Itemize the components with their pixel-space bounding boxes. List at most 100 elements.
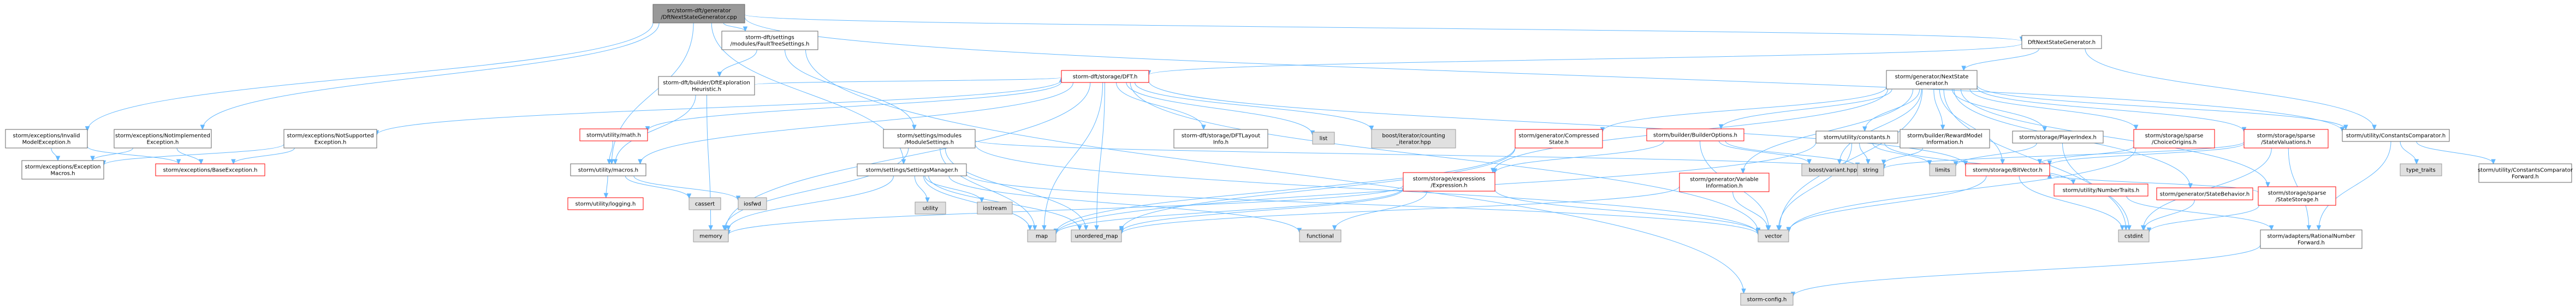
node-module-settings[interactable]: storm/settings/modules/ModuleSettings.h xyxy=(883,129,976,149)
edge-line xyxy=(975,144,1759,234)
node-player-index[interactable]: storm/storage/PlayerIndex.h xyxy=(2012,131,2104,144)
edge-arrowhead xyxy=(2414,159,2419,165)
edge-line xyxy=(1055,147,1516,234)
edge-expression-to-functional xyxy=(1332,191,1427,231)
edge-root-to-invalid_model_exception xyxy=(85,22,654,132)
edge-line xyxy=(1951,88,2045,132)
edge-root-to-fault_tree_settings xyxy=(723,22,748,32)
node-label: /ChoiceOrigins.h xyxy=(2152,140,2197,146)
node-box xyxy=(688,197,721,210)
node-box xyxy=(693,229,729,242)
edge-line xyxy=(1864,88,1920,132)
node-constants-comparator[interactable]: storm/utility/ConstantsComparator.h xyxy=(2342,129,2450,142)
edge-line xyxy=(923,175,1030,230)
node-state-valuations[interactable]: storm/storage/sparse/StateValuations.h xyxy=(2243,129,2329,149)
node-box xyxy=(2133,129,2215,149)
edge-arrowhead xyxy=(722,225,727,231)
node-box xyxy=(1815,131,1898,144)
node-choice-origins[interactable]: storm/storage/sparse/ChoiceOrigins.h xyxy=(2133,129,2215,149)
edge-line xyxy=(754,77,1062,85)
edge-dft_next_state_gen-to-next_state_generator xyxy=(1961,48,2040,72)
node-box xyxy=(1371,129,1456,149)
node-fault-tree-settings[interactable]: storm-dft/settings/modules/FaultTreeSett… xyxy=(721,31,818,50)
node-macros-h[interactable]: storm/utility/macros.h xyxy=(570,163,646,176)
edge-arrowhead xyxy=(1332,225,1337,231)
node-cstdint: cstdint xyxy=(2118,229,2150,242)
edge-arrowhead xyxy=(2042,126,2047,132)
node-builder-options[interactable]: storm/builder/BuilderOptions.h xyxy=(1646,128,1744,141)
node-box xyxy=(1857,163,1884,176)
node-settings-manager[interactable]: storm/settings/SettingsManager.h xyxy=(857,163,967,176)
node-box xyxy=(155,163,265,176)
node-label: Forward.h xyxy=(2298,240,2325,246)
edge-arrowhead xyxy=(613,159,618,165)
edge-line xyxy=(1718,140,1810,164)
edge-root-to-dft_next_state_gen xyxy=(744,14,2025,42)
node-next-state-generator[interactable]: storm/generator/NextStateGenerator.h xyxy=(1886,70,1978,90)
edge-next_state_generator-to-builder_options xyxy=(1718,88,1892,130)
node-label: unordered_map xyxy=(1075,234,1118,240)
node-bitvector[interactable]: storm/storage/BitVector.h xyxy=(1965,163,2050,176)
node-label: /StateStorage.h xyxy=(2276,197,2318,203)
node-base-exception[interactable]: storm/exceptions/BaseException.h xyxy=(155,163,265,176)
node-box xyxy=(2118,229,2150,242)
node-constants-comparator-fwd[interactable]: storm/utility/ConstantsComparatorForward… xyxy=(2478,163,2573,183)
node-map: map xyxy=(1027,229,1056,242)
edge-line xyxy=(1130,82,1759,233)
node-label: storm/storage/expressions xyxy=(1413,176,1486,182)
nodes-layer: src/storm-dft/generator/DftNextStateGene… xyxy=(5,4,2573,306)
node-expression[interactable]: storm/storage/expressions/Expression.h xyxy=(1403,172,1495,192)
node-root[interactable]: src/storm-dft/generator/DftNextStateGene… xyxy=(652,4,745,23)
edge-arrowhead xyxy=(1940,125,1945,131)
node-logging-h[interactable]: storm/utility/logging.h xyxy=(567,197,644,210)
node-math-h[interactable]: storm/utility/math.h xyxy=(579,128,648,141)
node-dft-h[interactable]: storm-dft/storage/DFT.h xyxy=(1061,70,1149,83)
edge-dft_next_state_gen-to-constants_comparator xyxy=(2085,48,2377,131)
node-not-implemented-exception[interactable]: storm/exceptions/NotImplementedException… xyxy=(114,129,212,149)
node-label: storm/storage/sparse xyxy=(2257,133,2316,139)
node-state-behavior[interactable]: storm/generator/StateBehavior.h xyxy=(2156,187,2253,200)
node-label: _iterator.hpp xyxy=(1396,140,1431,146)
edge-constants_h-to-string xyxy=(1859,143,1871,165)
edge-number_traits-to-rational_number_fwd xyxy=(2126,196,2274,231)
edge-arrowhead xyxy=(603,193,609,199)
node-string: string xyxy=(1857,163,1884,176)
edge-line xyxy=(233,147,295,164)
node-constants-h[interactable]: storm/utility/constants.h xyxy=(1815,131,1898,144)
node-box xyxy=(2478,163,2572,183)
edge-arrowhead xyxy=(1961,66,1966,72)
node-box xyxy=(2400,163,2442,176)
edge-line xyxy=(92,147,133,161)
node-label: string xyxy=(1863,168,1879,174)
edge-line xyxy=(2318,141,2391,230)
edge-arrowhead xyxy=(912,125,917,131)
edge-arrowhead xyxy=(1837,159,1842,165)
node-dft-exploration-heuristic[interactable]: storm-dft/builder/DftExplorationHeuristi… xyxy=(658,76,755,96)
node-state-storage[interactable]: storm/storage/sparse/StateStorage.h xyxy=(2258,186,2336,206)
edge-next_state_generator-to-vector xyxy=(1777,88,1923,231)
edge-dft_h-to-map xyxy=(1042,82,1103,231)
node-box xyxy=(579,128,648,141)
node-boost-counting-iterator: boost/iterator/counting_iterator.hpp xyxy=(1371,129,1456,149)
edge-line xyxy=(1126,82,1313,135)
edge-line xyxy=(1148,43,2022,75)
edge-dft_exploration_heuristic-to-dft_h xyxy=(754,76,1064,85)
edge-line xyxy=(724,147,909,230)
edge-line xyxy=(1115,82,1204,130)
edge-arrowhead xyxy=(2037,159,2043,165)
edge-dft_h-to-bitvector xyxy=(1148,81,1968,167)
edge-arrowhead xyxy=(2265,182,2270,188)
node-dft-next-state-gen[interactable]: DftNextStateGenerator.h xyxy=(2021,35,2102,49)
node-number-traits[interactable]: storm/utility/NumberTraits.h xyxy=(2053,183,2148,197)
edge-not_supported_exception-to-base_exception xyxy=(231,147,295,165)
node-box xyxy=(1061,70,1149,83)
edge-arrowhead xyxy=(2127,225,2132,231)
